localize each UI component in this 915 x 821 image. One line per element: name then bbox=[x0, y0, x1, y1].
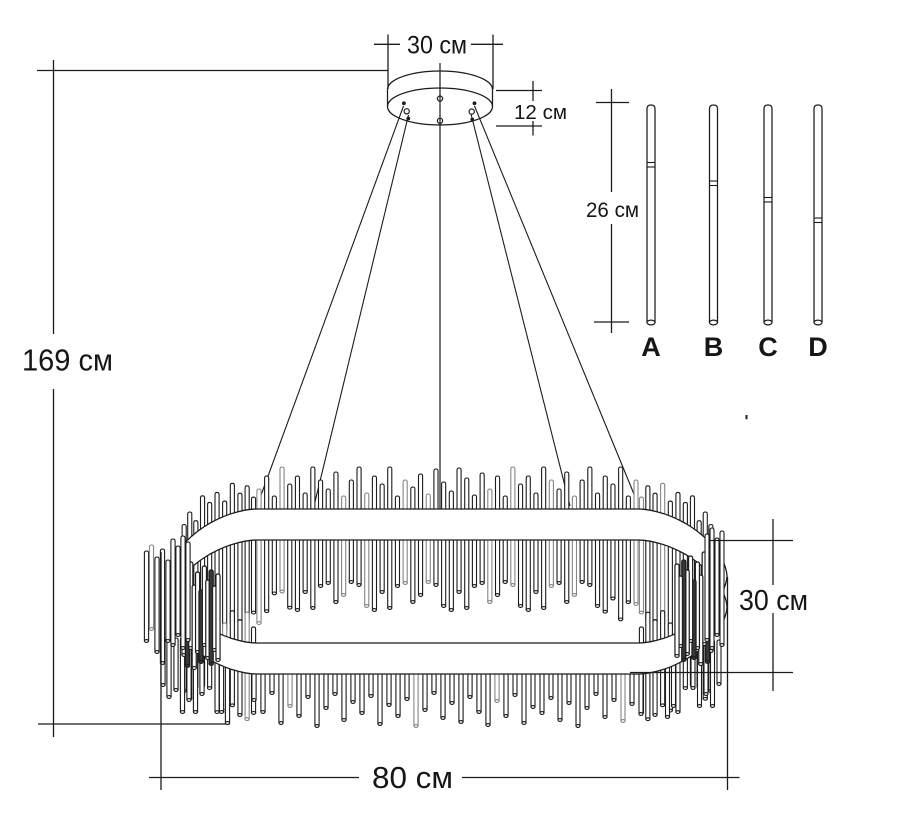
svg-text:B: B bbox=[704, 332, 724, 362]
svg-text:D: D bbox=[808, 332, 828, 362]
svg-text:C: C bbox=[758, 332, 778, 362]
svg-text:30 см: 30 см bbox=[407, 32, 467, 60]
svg-text:30 см: 30 см bbox=[739, 585, 808, 617]
svg-text:A: A bbox=[641, 332, 661, 362]
svg-text:169 см: 169 см bbox=[22, 343, 113, 378]
svg-text:12 см: 12 см bbox=[514, 102, 567, 124]
svg-text:80 см: 80 см bbox=[372, 760, 453, 795]
svg-text:26 см: 26 см bbox=[586, 199, 639, 222]
